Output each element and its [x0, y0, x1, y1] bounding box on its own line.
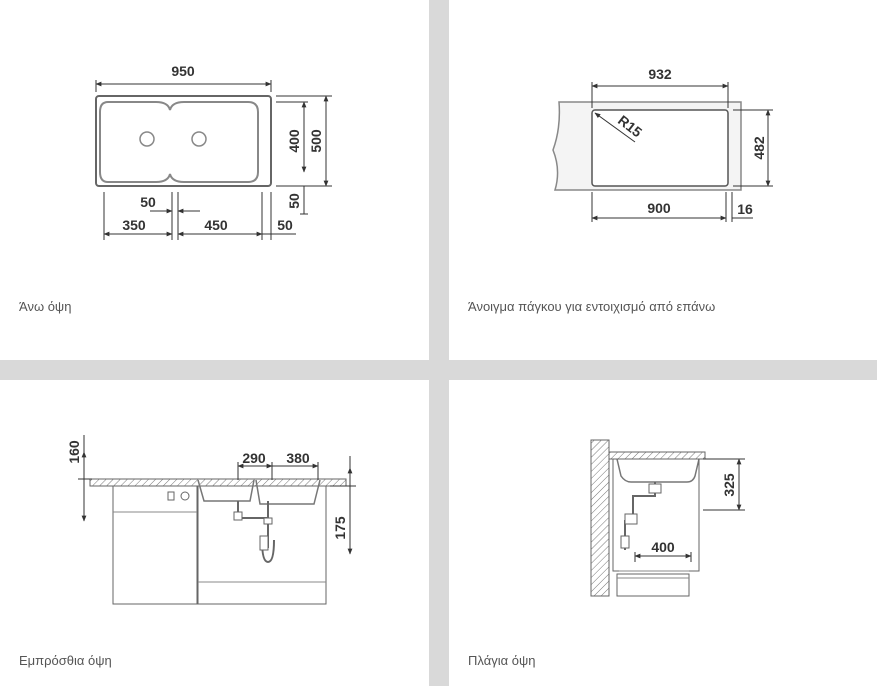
dim-160: 160: [66, 440, 82, 464]
dim-500: 500: [308, 129, 324, 153]
front-view-panel: 160 290 380 175 Εμπρόσθια όψη: [0, 380, 429, 686]
dim-950: 950: [171, 63, 195, 79]
dim-482: 482: [751, 136, 767, 160]
dim-932: 932: [648, 66, 672, 82]
dim-380: 380: [286, 450, 310, 466]
dim-290: 290: [242, 450, 266, 466]
dim-175: 175: [332, 516, 348, 540]
dim-16: 16: [737, 201, 753, 217]
front-view-drawing: 160 290 380 175: [66, 435, 356, 605]
cutout-caption: Άνοιγμα πάγκου για εντοιχισμό από επάνω: [468, 299, 716, 314]
top-view-caption: Άνω όψη: [19, 299, 72, 314]
side-view-drawing: 325 400: [590, 439, 745, 597]
dim-50-edge: 50: [277, 217, 293, 233]
top-view-drawing: 950 500 400 50 50 350 450 50: [95, 63, 332, 240]
side-view-caption: Πλάγια όψη: [468, 653, 536, 668]
front-view-caption: Εμπρόσθια όψη: [19, 653, 112, 668]
dim-900: 900: [647, 200, 671, 216]
dim-400: 400: [286, 129, 302, 153]
cutout-panel: 932 R15 482 900 16 Άνοιγμα πάγκου για εν…: [449, 0, 877, 360]
top-view-panel: 950 500 400 50 50 350 450 50 Άνω όψη: [0, 0, 429, 360]
dim-350: 350: [122, 217, 146, 233]
dim-325: 325: [721, 473, 737, 497]
cutout-drawing: 932 R15 482 900 16: [552, 66, 773, 222]
dim-400-side: 400: [651, 539, 675, 555]
dim-50-gap: 50: [140, 194, 156, 210]
side-view-panel: 325 400 Πλάγια όψη: [449, 380, 877, 686]
dim-450: 450: [204, 217, 228, 233]
dim-50-right: 50: [286, 193, 302, 209]
